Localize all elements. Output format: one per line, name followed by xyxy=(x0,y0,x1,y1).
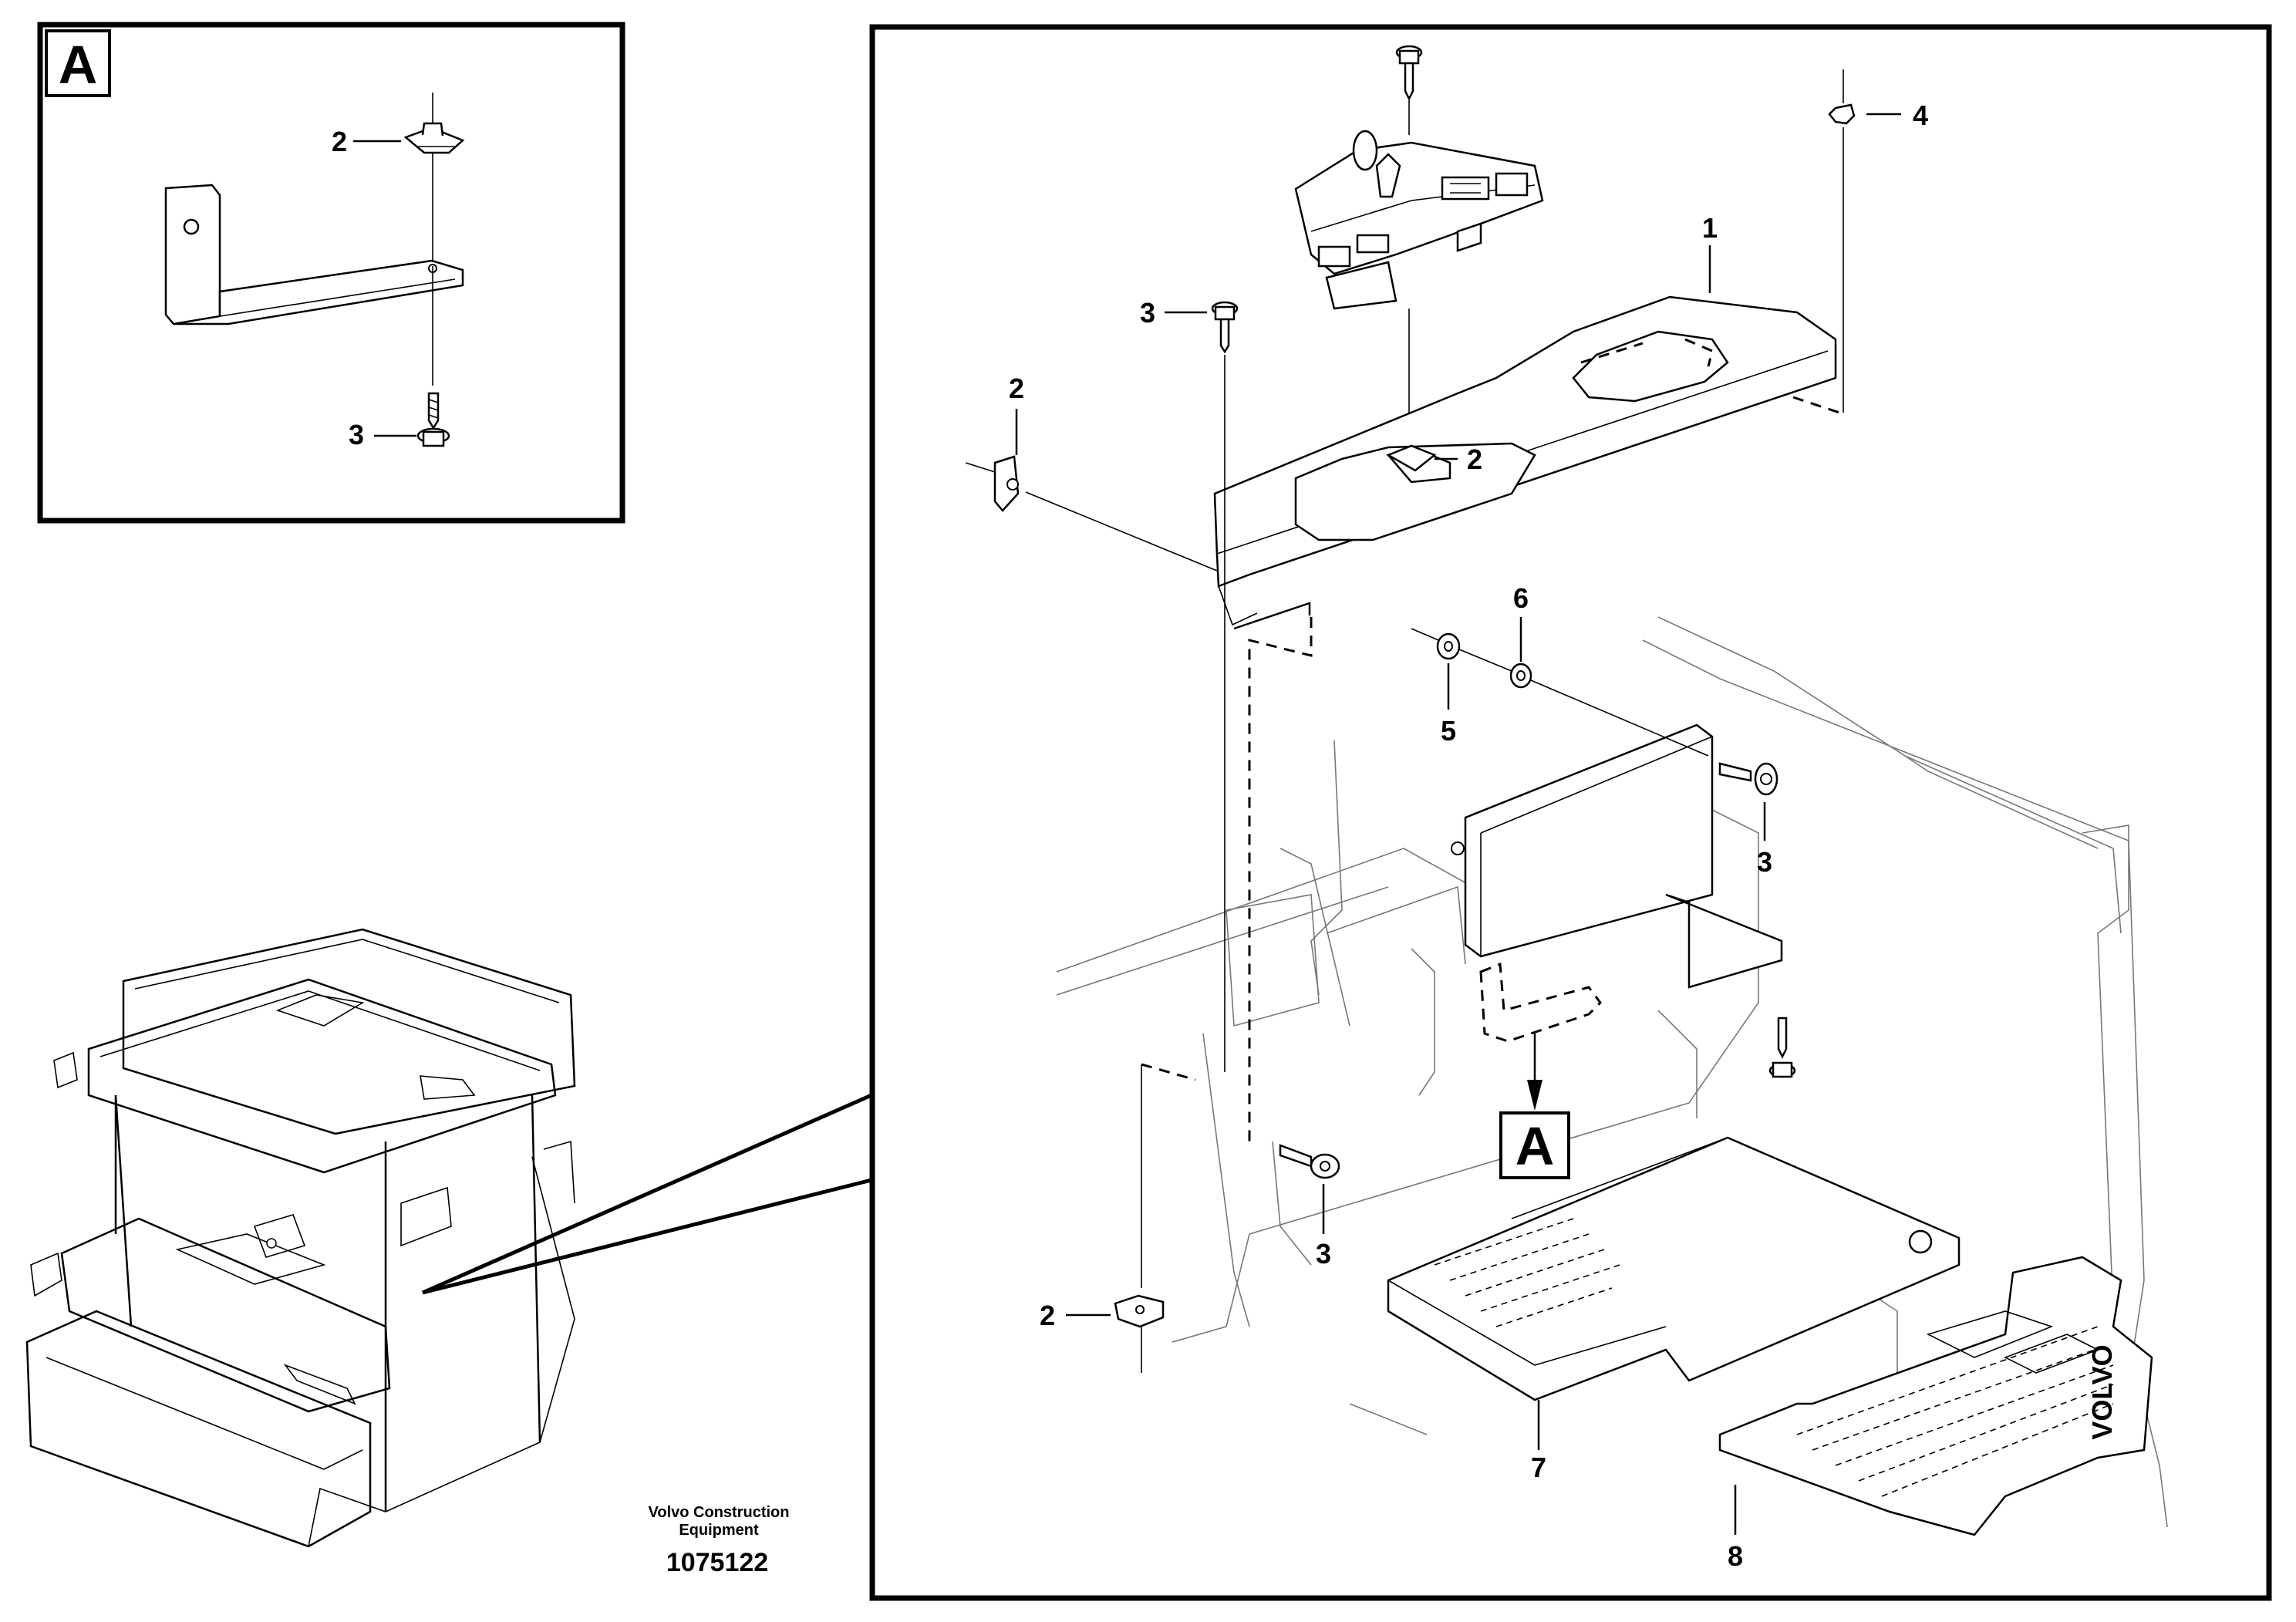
console-panel xyxy=(1213,295,1837,630)
clip-icon xyxy=(1114,1064,1165,1373)
callout-5: 5 xyxy=(1441,715,1456,747)
main-view-box: 4 1 2 2 3 xyxy=(869,24,2272,1601)
detail-a-letter: A xyxy=(59,35,98,95)
mat-brand-text: VOLVO xyxy=(2086,1344,2118,1439)
zoom-pointer xyxy=(421,1093,873,1295)
caption-company-line2: Equipment xyxy=(679,1522,759,1539)
clip-icon xyxy=(1386,444,1437,472)
bracket-drawing xyxy=(164,184,464,325)
caption-drawing-number: 1075122 xyxy=(666,1548,768,1577)
washer-icon xyxy=(1509,663,1709,757)
detail-a-reference: A xyxy=(1479,962,1602,1179)
detail-callout-3: 3 xyxy=(349,419,364,450)
nut-icon xyxy=(1792,69,1856,414)
callout-7: 7 xyxy=(1531,1452,1546,1483)
callout-4: 4 xyxy=(1913,99,1928,131)
screw-icon xyxy=(416,392,450,447)
control-unit xyxy=(1294,130,1544,310)
screw-icon xyxy=(1718,762,1778,796)
callout-2-bottom: 2 xyxy=(1040,1300,1055,1331)
callout-8: 8 xyxy=(1728,1540,1743,1572)
support-bracket xyxy=(1451,723,1783,989)
clip-icon xyxy=(403,93,465,386)
screw-icon xyxy=(1395,45,1423,432)
callout-3-top: 3 xyxy=(1140,297,1155,329)
detail-a-callout-letter: A xyxy=(1515,1116,1555,1176)
clip-icon xyxy=(965,455,1020,512)
callout-1: 1 xyxy=(1702,212,1718,244)
screw-icon xyxy=(1768,1017,1796,1078)
callout-3-right: 3 xyxy=(1757,846,1772,878)
machine-overview xyxy=(25,928,576,1548)
callout-6: 6 xyxy=(1513,582,1529,614)
callout-2-center: 2 xyxy=(1467,443,1482,475)
caption-company: Volvo Construction xyxy=(649,1504,790,1521)
detail-callout-2: 2 xyxy=(332,126,347,157)
floor-mat-8: VOLVO xyxy=(1718,1256,2153,1536)
callout-2-left: 2 xyxy=(1009,373,1024,404)
detail-a-box: A 2 3 xyxy=(37,22,625,524)
screw-icon xyxy=(1211,301,1239,1072)
screw-icon xyxy=(1279,1144,1340,1179)
floor-mat-7 xyxy=(1387,1136,1961,1401)
callout-3-lower: 3 xyxy=(1316,1238,1331,1270)
washer-icon xyxy=(1411,628,1512,672)
